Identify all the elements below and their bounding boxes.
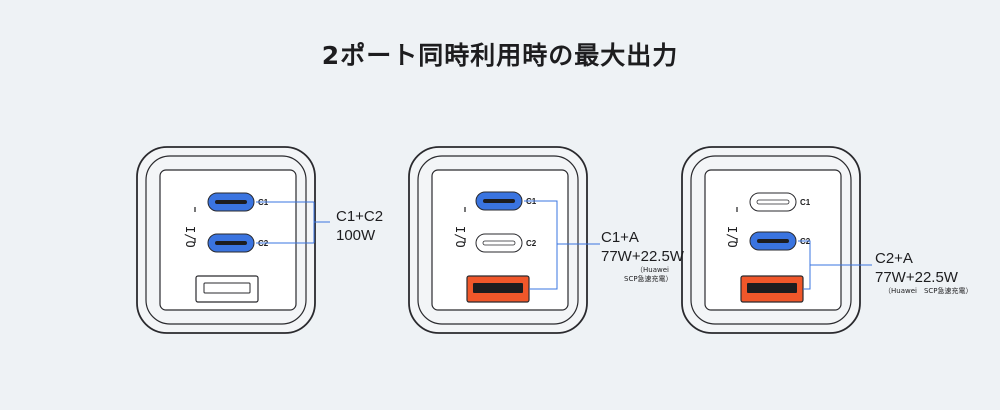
charger-3-inner-shell: [690, 155, 852, 325]
charger-3-combo-label: C2+A: [875, 250, 913, 267]
charger-3-port-c1-label: C1: [800, 198, 811, 207]
charger-1-power-symbol: I/O: [183, 226, 197, 248]
charger-3-leader-line: [798, 240, 872, 290]
page-title: 2ポート同時利用時の最大出力: [321, 41, 679, 70]
charger-2-output-label: 77W+22.5W: [601, 248, 684, 265]
charger-3-output-label: 77W+22.5W: [875, 269, 958, 286]
charger-2-note-line1: （Huawei: [636, 266, 669, 274]
charger-3-power-symbol: I/O: [725, 226, 739, 248]
charger-1-port-c2: [207, 233, 255, 253]
charger-2-note-line2: SCP急速充電）: [624, 275, 673, 283]
charger-2-inner-shell: [417, 155, 579, 325]
charger-2-port-a: [466, 275, 530, 303]
charger-1-combo-label: C1+C2: [336, 208, 384, 225]
charger-2-port-c2-label: C2: [526, 239, 537, 248]
charger-2-power-symbol: I/O: [453, 226, 467, 248]
charger-1-port-a: [195, 275, 259, 303]
charger-3: I/O C1 C2: [681, 146, 872, 334]
charger-2-port-c1: [475, 191, 523, 211]
charger-3-note: （Huawei SCP急速充電）: [884, 287, 973, 295]
charger-2-port-c2: [475, 233, 523, 253]
charger-3-port-c2: [749, 231, 797, 251]
charger-1-port-c1: [207, 192, 255, 212]
charger-3-port-a: [740, 275, 804, 303]
charger-1-inner-shell: [145, 155, 307, 325]
charger-3-port-c1: [749, 192, 797, 212]
charger-1: I/O C1 C2: [136, 146, 330, 334]
charger-2-combo-label: C1+A: [601, 229, 639, 246]
charger-1-leader-line: [256, 201, 330, 244]
charger-2-leader-line: [524, 200, 600, 290]
charger-2: I/O C1 C2: [408, 146, 600, 334]
charger-1-output-label: 100W: [336, 227, 376, 244]
